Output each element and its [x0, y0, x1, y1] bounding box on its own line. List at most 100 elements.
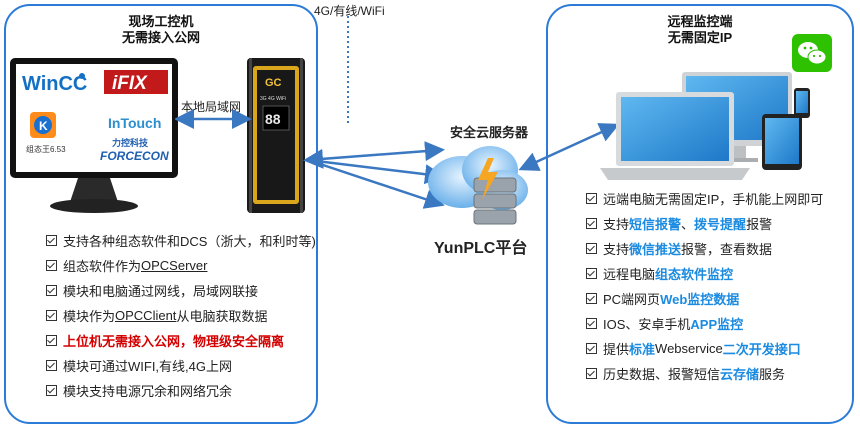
- forcecon-logo: 力控科技 FORCECON: [100, 137, 169, 163]
- feature-text: IOS、安卓手机: [603, 317, 691, 332]
- kingview-logo: K 组态王6.53: [26, 112, 66, 154]
- svg-text:GC: GC: [265, 77, 282, 89]
- left-title-line2: 无需接入公网: [121, 30, 200, 45]
- left-feature-item: 上位机无需接入公网，物理级安全隔离: [46, 328, 316, 353]
- feature-text: 拨号提醒: [694, 217, 747, 232]
- feature-text: Webservice: [655, 341, 723, 356]
- checkbox-icon: [46, 360, 57, 371]
- feature-text: 远程电脑: [603, 267, 656, 282]
- remote-phone: [794, 88, 810, 118]
- feature-text: 提供: [603, 342, 630, 357]
- wechat-icon: [792, 34, 832, 72]
- feature-text: 标准: [629, 342, 656, 357]
- feature-text: 微信推送: [629, 242, 682, 257]
- feature-text: 支持各种组态软件和DCS（浙大，和利时等): [63, 234, 316, 249]
- svg-text:3G 4G WiFi: 3G 4G WiFi: [260, 96, 286, 102]
- svg-text:力控科技: 力控科技: [112, 137, 149, 148]
- left-title: 现场工控机 无需接入公网: [6, 14, 316, 46]
- feature-text: 服务: [759, 367, 786, 382]
- feature-text: 组态软件作为: [63, 259, 142, 274]
- checkbox-icon: [586, 318, 597, 329]
- checkbox-icon: [46, 310, 57, 321]
- network-label: 4G/有线/WiFi: [314, 4, 385, 18]
- feature-text: Web监控数据: [660, 292, 740, 307]
- right-title: 远程监控端 无需固定IP: [548, 14, 852, 46]
- remote-tablet: [762, 114, 802, 170]
- network-dotted-line: [347, 16, 349, 124]
- right-feature-item: 支持微信推送报警，查看数据: [586, 236, 823, 261]
- right-panel: 远程监控端 无需固定IP: [546, 4, 854, 424]
- feature-text: 、: [681, 217, 695, 232]
- left-title-line1: 现场工控机: [128, 14, 194, 29]
- intouch-logo: InTouch: [108, 115, 161, 131]
- checkbox-icon: [586, 293, 597, 304]
- right-feature-item: 支持短信报警、拨号提醒报警: [586, 211, 823, 236]
- remote-devices: [600, 72, 810, 180]
- svg-text:WinCC: WinCC: [22, 73, 87, 95]
- checkbox-icon: [46, 385, 57, 396]
- svg-text:组态王6.53: 组态王6.53: [26, 144, 66, 154]
- feature-text: 模块和电脑通过网线，局域网联接: [63, 284, 259, 299]
- feature-text: 支持: [603, 217, 630, 232]
- device-cloud-arrows: [303, 141, 445, 209]
- checkbox-icon: [586, 218, 597, 229]
- left-feature-item: 模块和电脑通过网线，局域网联接: [46, 278, 316, 303]
- right-feature-list: 远端电脑无需固定IP，手机能上网即可支持短信报警、拨号提醒报警支持微信推送报警，…: [586, 186, 823, 386]
- checkbox-icon: [46, 335, 57, 346]
- checkbox-icon: [46, 260, 57, 271]
- cloud-server-icon: [428, 146, 528, 225]
- cloud-remote-arrow: [518, 123, 620, 171]
- right-feature-item: 远端电脑无需固定IP，手机能上网即可: [586, 186, 823, 211]
- right-title-line1: 远程监控端: [667, 14, 733, 29]
- checkbox-icon: [586, 193, 597, 204]
- checkbox-icon: [586, 343, 597, 354]
- right-title-line2: 无需固定IP: [667, 30, 733, 45]
- feature-text: 历史数据、报警短信: [603, 367, 721, 382]
- feature-text: 组态软件监控: [655, 267, 734, 282]
- feature-text: 从电脑获取数据: [176, 309, 268, 324]
- scada-monitor: WinCC iFIX K 组态王6.53 InTouch 力控科技 FORCEC…: [10, 58, 178, 213]
- svg-text:FORCECON: FORCECON: [100, 149, 169, 163]
- feature-text: PC端网页: [603, 292, 661, 307]
- feature-text: 模块作为: [63, 309, 116, 324]
- checkbox-icon: [586, 243, 597, 254]
- left-feature-item: 支持各种组态软件和DCS（浙大，和利时等): [46, 228, 316, 253]
- feature-text: 短信报警: [629, 217, 682, 232]
- lan-arrow: [175, 109, 252, 129]
- checkbox-icon: [46, 235, 57, 246]
- feature-text: 模块可通过WIFI,有线,4G上网: [63, 359, 233, 374]
- platform-label: YunPLC平台: [434, 240, 528, 257]
- feature-text: 报警: [746, 217, 773, 232]
- left-panel: 现场工控机 无需接入公网: [4, 4, 318, 424]
- svg-text:K: K: [39, 119, 48, 133]
- checkbox-icon: [586, 368, 597, 379]
- feature-text: OPCServer: [141, 258, 208, 273]
- checkbox-icon: [46, 285, 57, 296]
- cloud-label: 安全云服务器: [450, 125, 529, 140]
- remote-laptop: [600, 92, 750, 180]
- feature-text: APP监控: [690, 317, 744, 332]
- checkbox-icon: [586, 268, 597, 279]
- feature-text: 上位机无需接入公网，物理级安全隔离: [63, 334, 285, 349]
- left-feature-item: 模块支持电源冗余和网络冗余: [46, 378, 316, 403]
- left-feature-item: 模块可通过WIFI,有线,4G上网: [46, 353, 316, 378]
- svg-text:iFIX: iFIX: [112, 73, 148, 94]
- feature-text: 模块支持电源冗余和网络冗余: [63, 384, 233, 399]
- right-feature-item: 历史数据、报警短信云存储服务: [586, 361, 823, 386]
- right-feature-item: 远程电脑组态软件监控: [586, 261, 823, 286]
- feature-text: 云存储: [720, 367, 760, 382]
- gc-module: GC 3G 4G WiFi 88: [247, 58, 305, 213]
- wincc-logo: WinCC: [22, 73, 87, 95]
- feature-text: 报警，查看数据: [681, 242, 773, 257]
- feature-text: 支持: [603, 242, 630, 257]
- svg-text:88: 88: [265, 111, 281, 127]
- feature-text: OPCClient: [115, 308, 177, 323]
- lan-label: 本地局域网: [181, 100, 242, 114]
- ifix-logo: iFIX: [104, 70, 168, 94]
